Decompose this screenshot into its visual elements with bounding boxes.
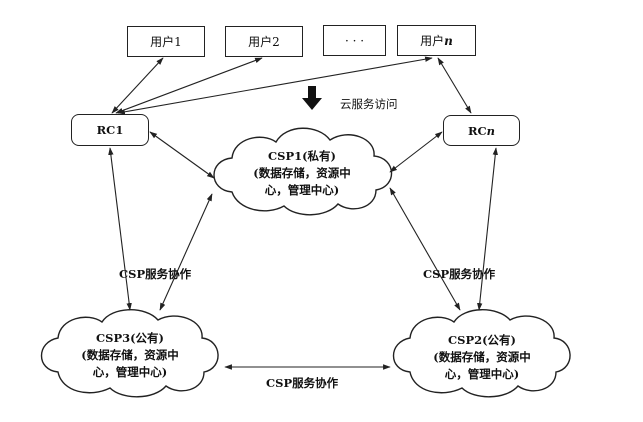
user-box-ellipsis: · · · [323, 25, 386, 56]
csp3-title: CSP3(公有) [96, 331, 164, 345]
csp1-text: CSP1(私有) (数据存储，资源中 心，管理中心) [238, 148, 366, 199]
csp1-title: CSP1(私有) [268, 149, 336, 163]
ellipsis-label: · · · [344, 33, 365, 48]
arrow-csp1-csp2 [389, 187, 461, 311]
arrow-rcn-csp1 [389, 131, 443, 173]
csp3-desc-line2: 心，管理中心) [92, 365, 168, 379]
csp3-cloud-shape [41, 309, 219, 398]
csp2-desc-line2: 心，管理中心) [444, 367, 520, 381]
collab-label-right: CSP服务协作 [423, 267, 496, 281]
collab-label-left: CSP服务协作 [119, 267, 192, 281]
arrow-rc1-csp3 [108, 147, 132, 311]
arrow-rcn-csp2 [477, 147, 498, 311]
rc-label-var: n [486, 123, 496, 138]
user-label: 用户1 [150, 35, 182, 49]
arrow-usern-rc1 [117, 56, 433, 115]
csp1-desc-line2: 心，管理中心) [264, 183, 340, 197]
csp1-desc-line1: (数据存储，资源中 [253, 166, 351, 180]
csp2-desc-line1: (数据存储，资源中 [433, 350, 531, 364]
rc-label-var: 1 [115, 123, 124, 137]
csp3-desc-line1: (数据存储，资源中 [81, 348, 179, 362]
user-label: 用户2 [248, 35, 280, 49]
cloud-access-arrow-icon [302, 86, 322, 110]
user-box-2: 用户2 [225, 26, 303, 57]
csp1-cloud-shape [213, 127, 393, 216]
rc-label-prefix: RC [467, 123, 487, 138]
cloud-access-label: 云服务访问 [340, 97, 398, 111]
arrow-csp1-csp3 [159, 193, 213, 311]
csp3-text: CSP3(公有) (数据存储，资源中 心，管理中心) [66, 330, 194, 381]
arrow-usern-rcn [437, 57, 472, 114]
csp2-title: CSP2(公有) [448, 333, 516, 347]
csp2-text: CSP2(公有) (数据存储，资源中 心，管理中心) [418, 332, 546, 383]
user-box-1: 用户1 [127, 26, 205, 57]
arrow-rc1-csp1 [149, 131, 215, 179]
user-label-prefix: 用户 [420, 34, 445, 48]
collab-label-bottom: CSP服务协作 [266, 376, 339, 390]
rc-label-prefix: RC [96, 123, 116, 137]
csp2-cloud-shape [393, 309, 571, 398]
user-label-var: n [444, 33, 453, 48]
